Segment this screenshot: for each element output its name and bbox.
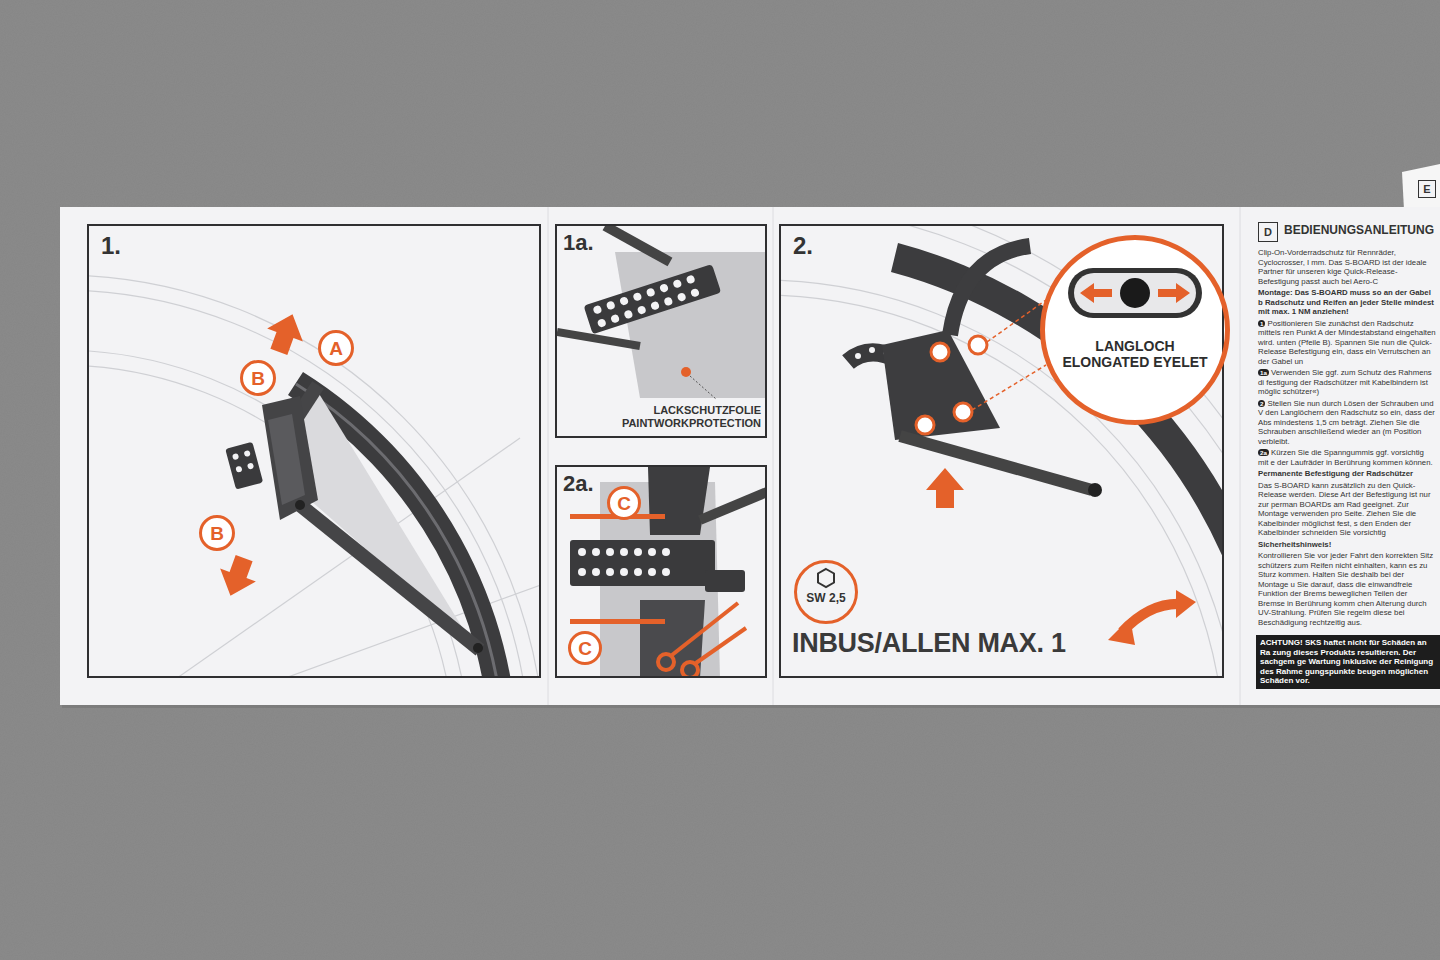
callout-circle: B bbox=[199, 515, 235, 551]
step-panel: 2a. C C bbox=[555, 465, 767, 678]
warning-box: ACHTUNG! SKS haftet nicht für Schäden an… bbox=[1256, 635, 1440, 689]
callout-circle: B bbox=[240, 360, 276, 396]
language-box: D bbox=[1258, 222, 1278, 242]
body-text: Stellen Sie nun durch Lösen der Schraube… bbox=[1258, 399, 1435, 446]
callout-letter: A bbox=[329, 339, 343, 358]
instruction-column: Clip-On-Vorderradschutz für Rennräder, C… bbox=[1258, 248, 1436, 629]
language-code: E bbox=[1423, 184, 1430, 195]
language-box: E bbox=[1418, 180, 1436, 198]
callout-letter: B bbox=[210, 524, 224, 543]
callout-letter: B bbox=[251, 369, 265, 388]
callout-letter: C bbox=[617, 494, 631, 513]
detail-callout: LANGLOCH ELONGATED EYELET bbox=[1040, 235, 1230, 425]
callout-circle: C bbox=[607, 486, 641, 520]
subheading: Permanente Befestigung der Radschützer bbox=[1258, 469, 1436, 479]
callout-circle: A bbox=[318, 330, 354, 366]
body-text: Positionieren Sie zunächst den Radschutz… bbox=[1258, 319, 1436, 366]
body-text: Verwenden Sie ggf. zum Schutz des Rahmen… bbox=[1258, 368, 1432, 396]
step-bullet: 2 bbox=[1258, 400, 1265, 407]
step-panel: 1. A B B bbox=[87, 224, 541, 678]
step-number: 1. bbox=[101, 234, 121, 258]
body-text: Kontrollieren Sie vor jeder Fahrt den ko… bbox=[1258, 551, 1436, 627]
torque-note: INBUS/ALLEN MAX. 1 bbox=[792, 628, 1066, 659]
body-text: Das S-BOARD kann zusätzlich zu den Quick… bbox=[1258, 481, 1436, 538]
detail-label: LANGLOCH ELONGATED EYELET bbox=[1060, 338, 1210, 370]
step-number: 2a. bbox=[563, 473, 594, 495]
step-panel: 2. LANGLOCH ELONGATED EYELET SW 2,5 bbox=[779, 224, 1224, 678]
tool-badge: SW 2,5 bbox=[794, 560, 858, 624]
step-number: 1a. bbox=[563, 232, 594, 254]
body-text: Kürzen Sie die Spanngummis ggf. vorsicht… bbox=[1258, 448, 1433, 467]
step-bullet: 2a bbox=[1258, 449, 1269, 456]
body-text: Clip-On-Vorderradschutz für Rennräder, C… bbox=[1258, 248, 1436, 286]
step-bullet: 1 bbox=[1258, 320, 1265, 327]
callout-letter: C bbox=[578, 639, 592, 658]
subheading: Sicherheitshinweis! bbox=[1258, 540, 1436, 550]
step-bullet: 1a bbox=[1258, 369, 1269, 376]
callout-label: LACKSCHUTZFOLIE PAINTWORKPROTECTION bbox=[621, 404, 762, 429]
callout-circle: C bbox=[568, 631, 602, 665]
body-text: Montage: Das S-BOARD muss so an der Gabe… bbox=[1258, 288, 1436, 317]
language-code: D bbox=[1264, 227, 1272, 238]
step-number: 2. bbox=[793, 234, 813, 258]
tool-size: SW 2,5 bbox=[806, 592, 845, 621]
section-heading: BEDIENUNGSANLEITUNG bbox=[1284, 223, 1434, 237]
warning-text: ACHTUNG! SKS haftet nicht für Schäden an… bbox=[1260, 638, 1436, 686]
